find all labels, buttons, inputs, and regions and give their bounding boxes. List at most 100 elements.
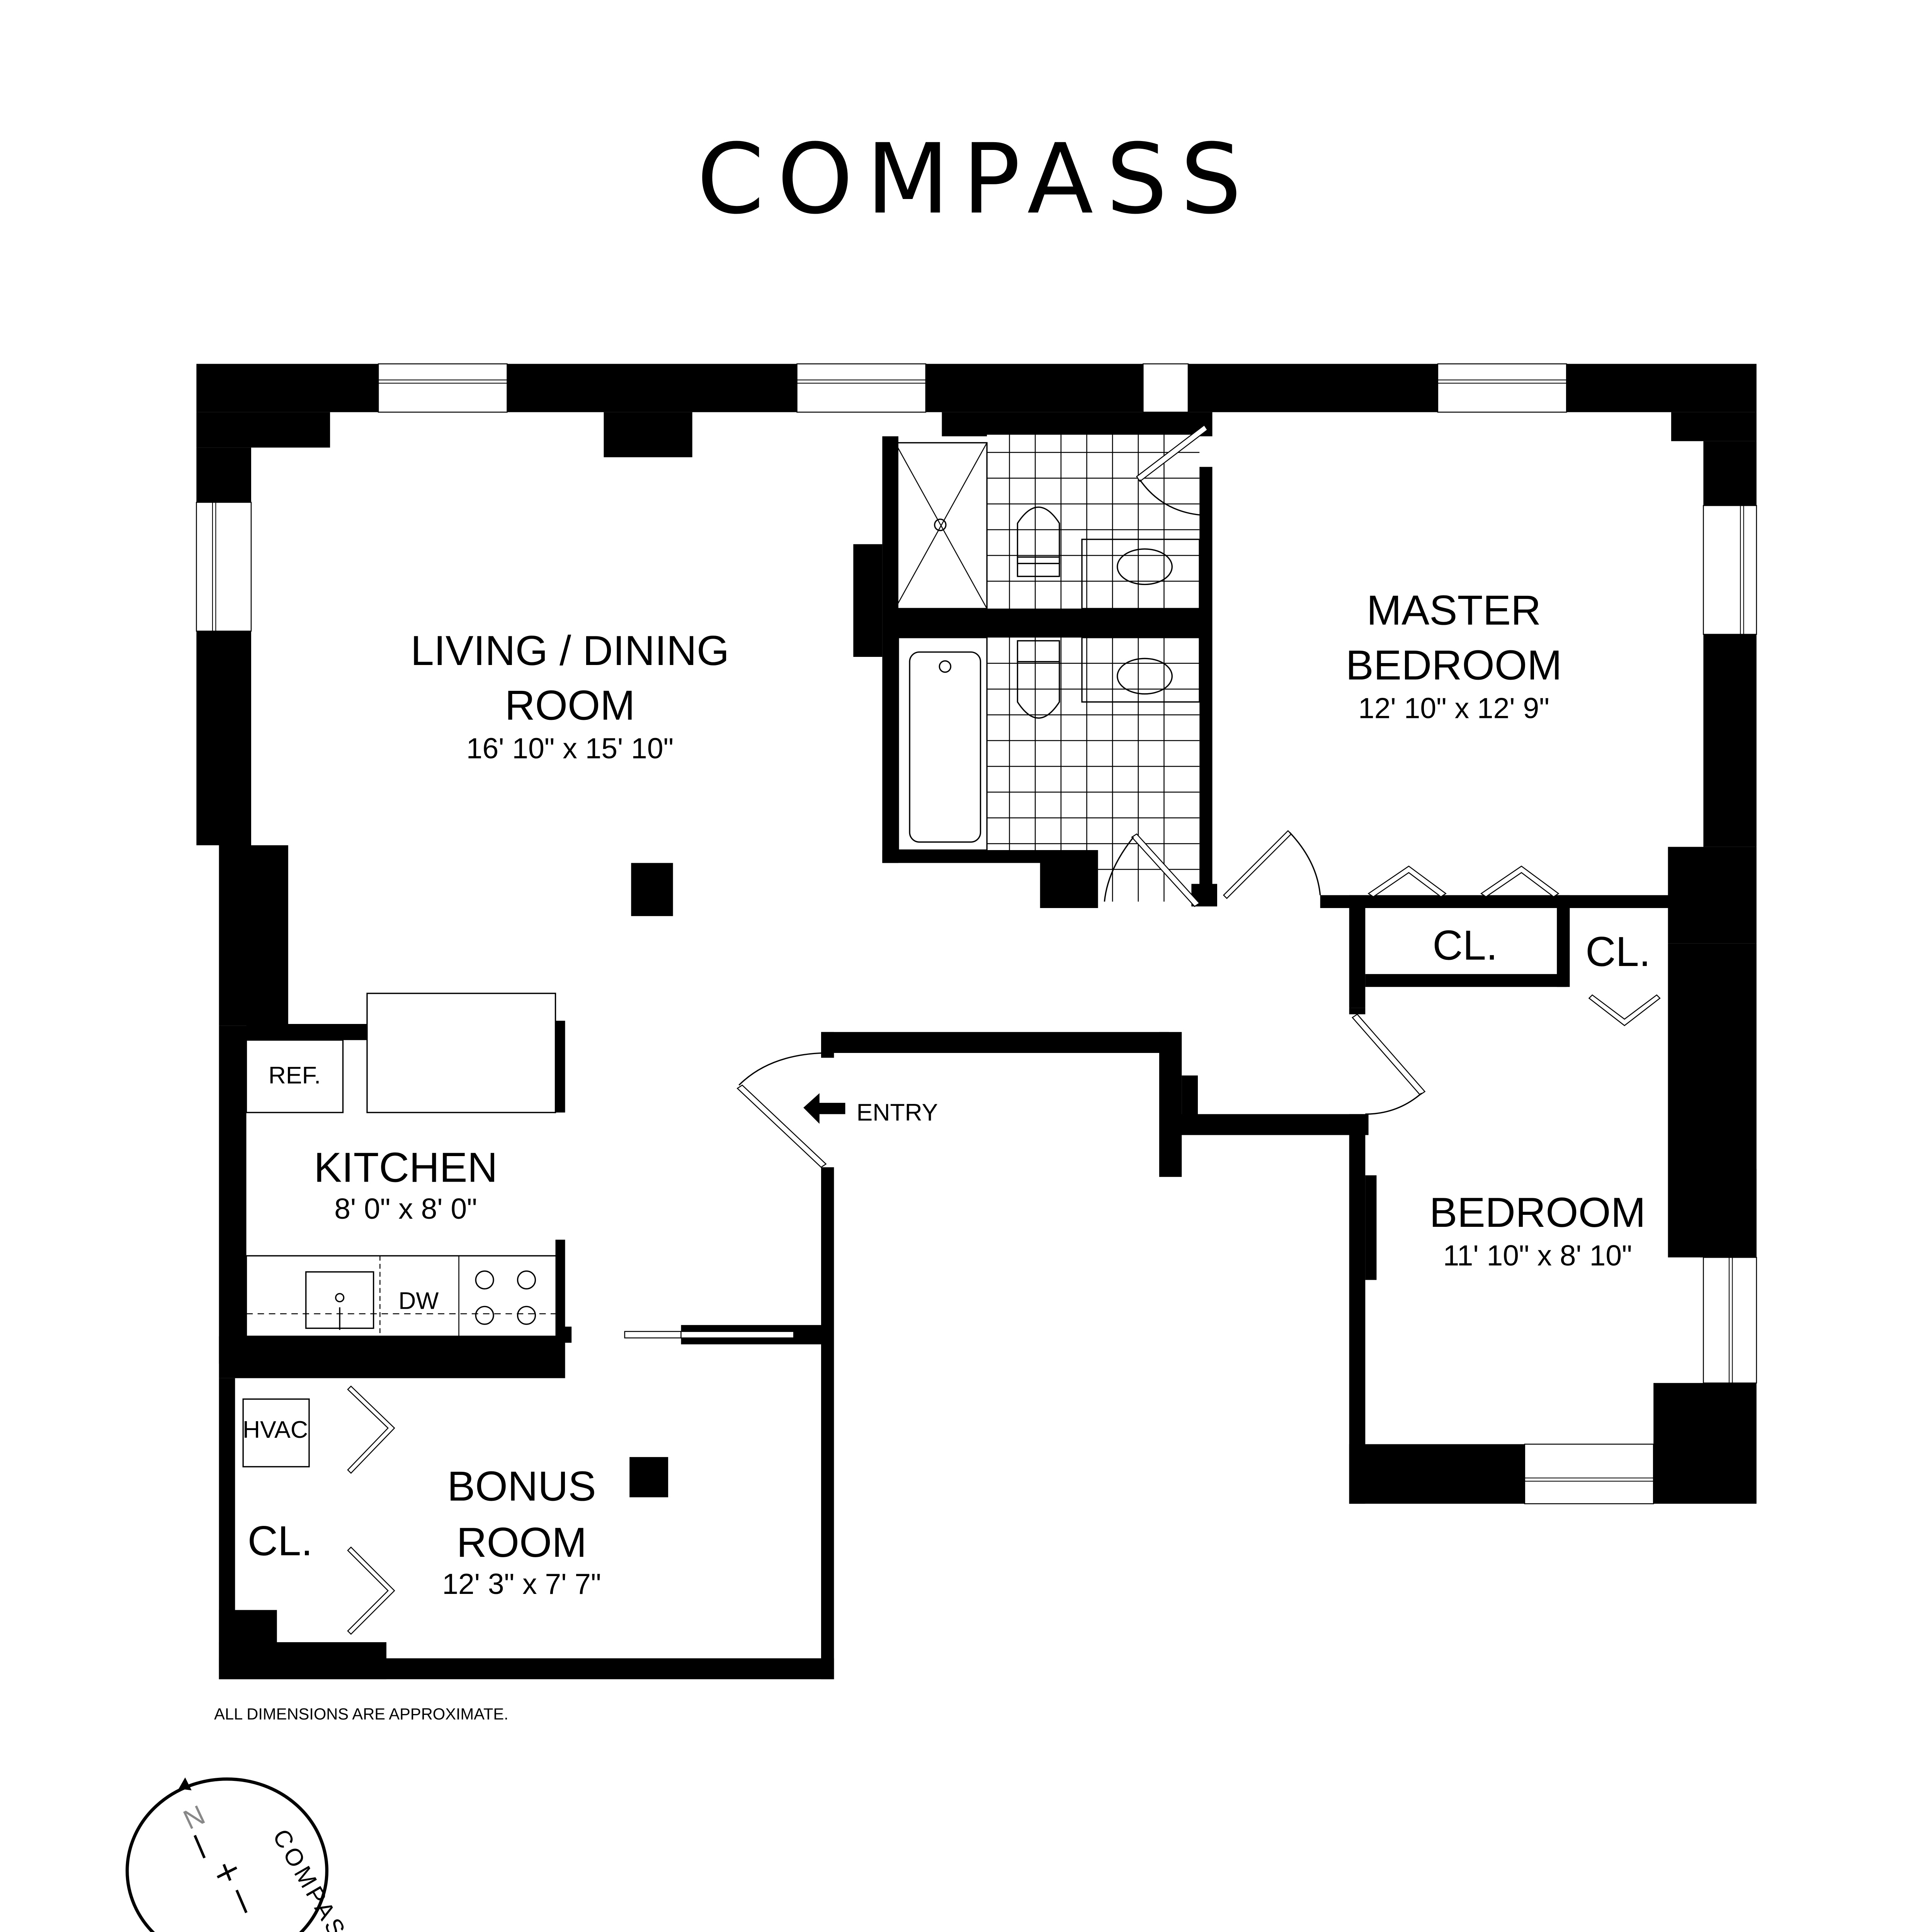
kitchen-counter [366, 993, 556, 1113]
wall [821, 1032, 834, 1058]
master-bedroom-dims: 12' 10" x 12' 9" [1358, 692, 1549, 724]
wall [555, 1020, 565, 1113]
dishwasher-label: DW [398, 1287, 439, 1315]
wall [507, 364, 797, 412]
entry-label: ENTRY [857, 1099, 938, 1126]
entry-door [736, 1084, 827, 1168]
wall [219, 845, 288, 1026]
wall [196, 447, 251, 502]
compass-ring-text: COMPASS [267, 1825, 362, 1932]
window [196, 502, 252, 632]
closet-bifold-door [1367, 866, 1447, 898]
vanity [1081, 637, 1200, 703]
master-bedroom-label-2: BEDROOM [1346, 641, 1562, 688]
bedroom-door [1223, 830, 1292, 899]
wall [196, 631, 251, 845]
bathtub [898, 637, 988, 851]
refrigerator [245, 1039, 344, 1113]
bonus-room-label-2: ROOM [457, 1519, 587, 1566]
hvac-unit [242, 1398, 310, 1468]
wall [1349, 895, 1366, 1008]
window [1437, 363, 1567, 413]
brand-wordmark: COMPASS [697, 123, 1254, 235]
closet-bifold-door [1480, 866, 1560, 898]
wall [1199, 467, 1213, 902]
wall [330, 1024, 367, 1040]
shower [895, 442, 988, 609]
wall [925, 364, 1143, 412]
compass-rose: N COMPASS [126, 1777, 362, 1932]
bedroom-closet-label: CL. [1585, 928, 1651, 975]
north-arrow-icon [179, 1777, 192, 1791]
wall [1703, 441, 1757, 506]
tile-floor [987, 418, 1200, 609]
floor-plan: REF. KITCHEN 8' 0" x 8' 0" DW HVAC [196, 363, 1757, 1723]
wall [1703, 634, 1757, 847]
closet-bifold-door [1588, 994, 1661, 1026]
wall [882, 436, 898, 863]
window [1524, 1444, 1654, 1504]
wall [1159, 1114, 1369, 1135]
bathroom-door [1136, 424, 1208, 482]
wall [555, 1240, 565, 1337]
kitchen-label: KITCHEN [314, 1144, 497, 1190]
dimensions-note: ALL DIMENSIONS ARE APPROXIMATE. [214, 1705, 509, 1723]
wall [1349, 1444, 1525, 1504]
entry-arrow-icon [803, 1093, 845, 1124]
window [1703, 505, 1757, 635]
wall [196, 364, 379, 412]
window [1143, 363, 1189, 413]
wall [555, 1327, 572, 1343]
bedroom-label: BEDROOM [1429, 1189, 1646, 1236]
wall [882, 850, 1043, 863]
wall [196, 412, 330, 448]
wall [1653, 1383, 1757, 1504]
wall [1671, 412, 1757, 441]
window [796, 363, 927, 413]
living-room-dims: 16' 10" x 15' 10" [466, 732, 673, 765]
wall [1700, 1169, 1757, 1258]
window [378, 363, 508, 413]
sliding-door [624, 1331, 682, 1338]
bathroom-door [1131, 833, 1201, 907]
wall [1159, 1032, 1182, 1177]
vanity [1081, 539, 1200, 609]
sliding-door [680, 1331, 794, 1338]
door-swing [738, 1052, 825, 1086]
ref-label: REF. [269, 1062, 321, 1089]
wall [219, 1026, 247, 1364]
tile-floor [987, 638, 1200, 902]
wall-column [604, 412, 692, 457]
wall [821, 1167, 834, 1679]
wall [1557, 895, 1570, 987]
master-bedroom-label: MASTER [1367, 587, 1541, 634]
stove-burners [475, 1270, 536, 1325]
north-label: N [179, 1799, 210, 1835]
hvac-label: HVAC [243, 1416, 308, 1443]
wall [219, 1336, 565, 1378]
living-room-label-2: ROOM [505, 682, 635, 728]
wall [821, 1032, 1169, 1053]
bonus-room-label: BONUS [447, 1463, 596, 1509]
wall [942, 412, 1213, 437]
living-room-label: LIVING / DINING [411, 627, 730, 674]
wall [1188, 364, 1438, 412]
master-closet-label: CL. [1432, 922, 1498, 968]
bedroom-door [1352, 1014, 1426, 1095]
wall [1349, 1114, 1366, 1504]
bonus-closet-label: CL. [248, 1517, 313, 1564]
wall [1566, 364, 1757, 412]
structural-column [631, 863, 673, 916]
wall [853, 544, 883, 657]
kitchen-dims: 8' 0" x 8' 0" [334, 1192, 477, 1225]
bedroom-dims: 11' 10" x 8' 10" [1443, 1239, 1632, 1272]
wall [1365, 895, 1687, 908]
compass-logo: COMPASS [697, 123, 1254, 235]
wall [219, 1658, 834, 1679]
wall [898, 609, 1208, 638]
wall [1365, 974, 1567, 987]
wall [1040, 850, 1098, 908]
bonus-room-dims: 12' 3" x 7' 7" [442, 1568, 601, 1600]
